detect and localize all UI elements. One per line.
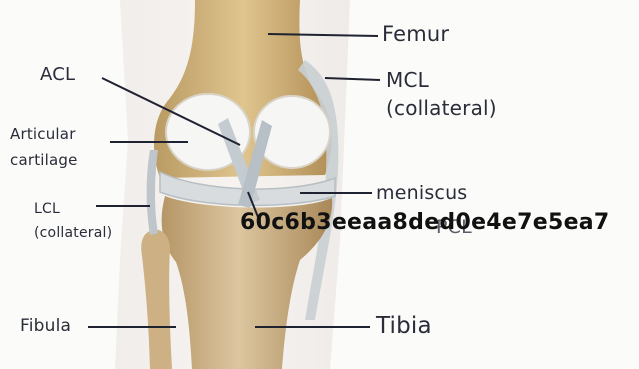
label-mcl-line2: (collateral) xyxy=(386,94,497,122)
label-meniscus: meniscus xyxy=(376,182,467,204)
overlay-hash-text: 60c6b3eeaa8ded0e4e7e5ea7 xyxy=(240,210,610,235)
label-femur: Femur xyxy=(382,22,449,46)
label-lcl-line2: (collateral) xyxy=(34,221,112,245)
label-articular-line2: cartilage xyxy=(10,147,78,173)
label-fibula: Fibula xyxy=(20,316,71,336)
label-articular-line1: Articular xyxy=(10,121,78,147)
label-tibia: Tibia xyxy=(376,313,432,339)
label-mcl: MCL (collateral) xyxy=(386,66,497,122)
label-acl: ACL xyxy=(40,64,75,85)
label-mcl-line1: MCL xyxy=(386,66,497,94)
label-lcl: LCL (collateral) xyxy=(34,197,112,245)
label-lcl-line1: LCL xyxy=(34,197,112,221)
label-articular-cartilage: Articular cartilage xyxy=(10,121,78,173)
